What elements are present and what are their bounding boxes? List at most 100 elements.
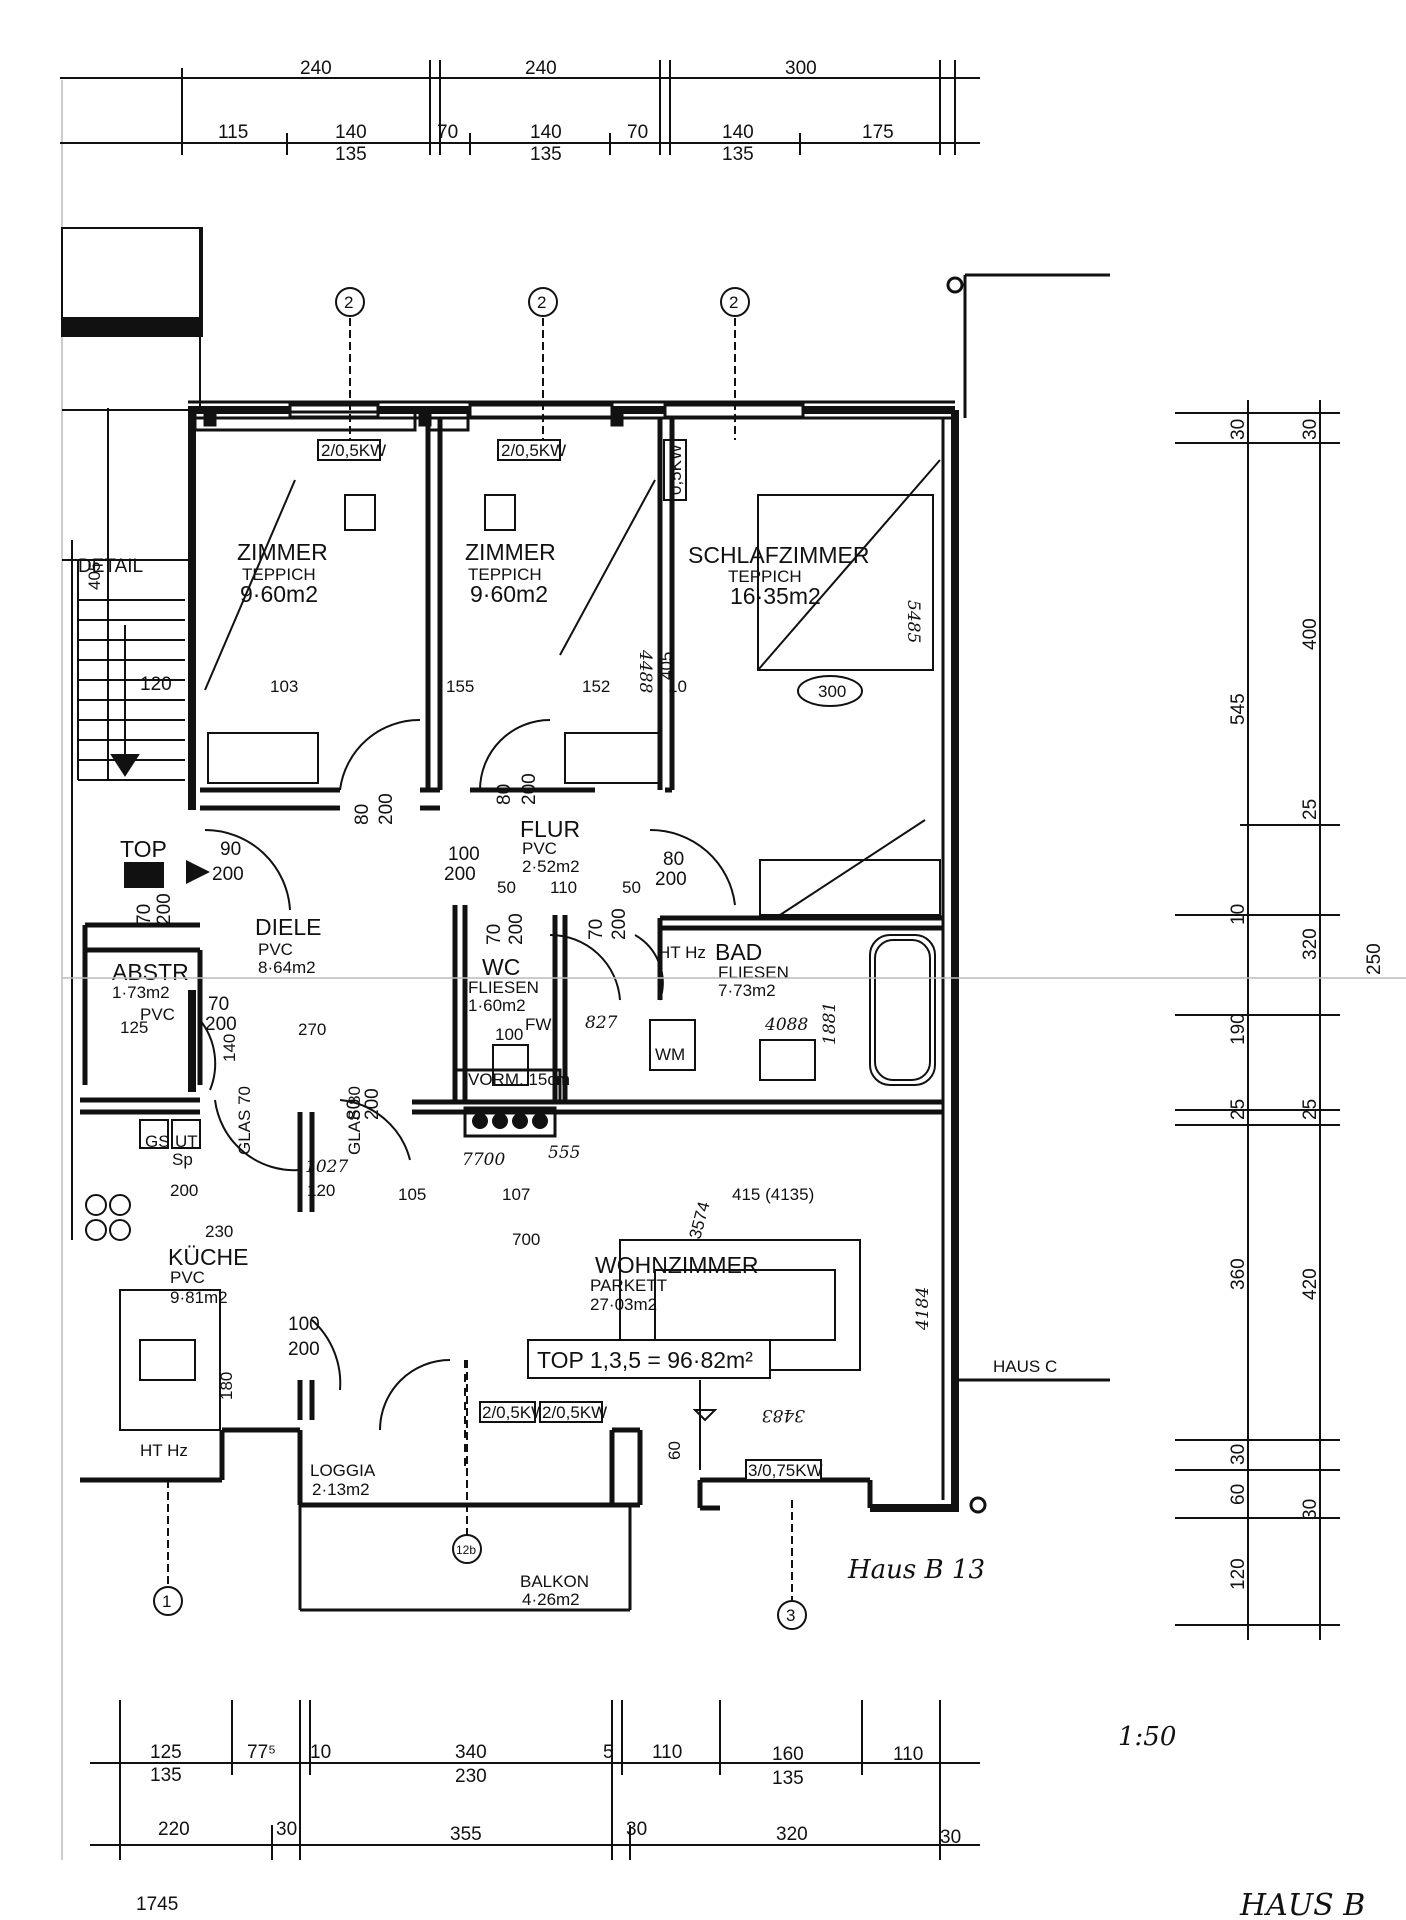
- bdim-6: 5: [603, 1742, 614, 1763]
- sp-label: Sp: [172, 1150, 193, 1169]
- room-balkon: BALKON 4·26m2: [520, 1572, 589, 1609]
- flur-floor: PVC: [522, 839, 557, 858]
- rdim-o-0: 30: [1228, 419, 1249, 440]
- haus-c-marker: HAUS C: [958, 1357, 1110, 1382]
- rdim-i-5: 420: [1300, 1268, 1321, 1300]
- interior-walls: [80, 418, 943, 1420]
- idim-21: 60: [665, 1441, 684, 1460]
- bdim2-2: 355: [450, 1824, 482, 1845]
- idim-14: 200: [170, 1181, 198, 1200]
- top-dim-0: 240: [300, 58, 332, 79]
- axis-label-bottom-3: 3: [786, 1606, 795, 1625]
- room-flur: FLUR PVC 2·52m2: [520, 816, 580, 876]
- anno-10: 1027: [305, 1157, 348, 1177]
- idim-13: 140: [220, 1034, 239, 1062]
- diele-area: 8·64m2: [258, 958, 316, 977]
- ht-hz-bad: HT Hz: [658, 943, 706, 962]
- right-dimension-chains: [1175, 400, 1340, 1640]
- wc-area: 1·60m2: [468, 996, 526, 1015]
- anno-5: 3483: [762, 1405, 805, 1425]
- bdim2-3: 30: [626, 1819, 647, 1840]
- rdim-i-6: 30: [1300, 1499, 1321, 1520]
- axis-label-1: 2: [344, 293, 353, 312]
- anno-3: 1881: [820, 1002, 840, 1045]
- anno-4: 4184: [913, 1287, 933, 1331]
- door6-w: 70: [484, 924, 505, 945]
- rdim-o-4: 25: [1228, 1099, 1249, 1120]
- bdim-1: 135: [150, 1765, 182, 1786]
- stairwell: [61, 227, 203, 1240]
- room-abstr: ABSTR 1·73m2 PVC: [112, 959, 189, 1024]
- schlafzimmer-name: SCHLAFZIMMER: [688, 542, 869, 568]
- room-zimmer-1: ZIMMER TEPPICH 9·60m2: [237, 539, 328, 607]
- axis-markers-bottom: [153, 1360, 807, 1630]
- bottom-dimension-chains: [90, 1700, 980, 1860]
- bdim-9: 135: [772, 1768, 804, 1789]
- rdim-o-5: 360: [1228, 1258, 1249, 1290]
- pencil-annotations: 5485 4088 1881 4184 3483 4488 7700 555 8…: [305, 600, 933, 1425]
- anno-6: 4488: [635, 649, 655, 693]
- idim-23: 180: [217, 1372, 236, 1400]
- door9-w: 80: [344, 1099, 365, 1120]
- anno-8: 555: [548, 1143, 580, 1163]
- door11-w: 70: [134, 904, 155, 925]
- room-wc: WC FLIESEN 1·60m2: [468, 954, 539, 1015]
- loggia-area: 2·13m2: [312, 1480, 370, 1499]
- window-tags-lower: 2/0,5KW 2/0,5KW 3/0,75KW: [479, 1401, 823, 1481]
- top-dim-r1-7: 140: [722, 122, 754, 143]
- top-dim-r1-5: 135: [530, 144, 562, 165]
- glas-80: GLAS 80: [345, 1086, 364, 1155]
- zimmer1-floor: TEPPICH: [242, 565, 316, 584]
- axis-label-bottom-1: 1: [162, 1592, 171, 1611]
- interior-dimensions: 103 155 152 10 405 405 300 110 50 50 270…: [85, 562, 846, 1460]
- door8-h: 200: [205, 1014, 237, 1035]
- haus-b-handwritten: Haus B 13: [847, 1555, 985, 1585]
- door10-h: 200: [288, 1339, 320, 1360]
- loggia-name: LOGGIA: [310, 1461, 376, 1480]
- idim-15: 120: [307, 1181, 335, 1200]
- wohnzimmer-area: 27·03m2: [590, 1295, 657, 1314]
- door6-h: 200: [506, 913, 527, 945]
- bdim2-4: 320: [776, 1824, 808, 1845]
- balkon-area: 4·26m2: [522, 1590, 580, 1609]
- anno-1: 5485: [903, 600, 923, 643]
- rdim-i-1: 400: [1300, 618, 1321, 650]
- idim-19: 230: [205, 1222, 233, 1241]
- axis-label-bottom-2: 12b: [456, 1543, 476, 1557]
- bdim-5: 230: [455, 1766, 487, 1787]
- right-dimension-inner: 30 400 25 320 25 420 30: [1300, 419, 1321, 1520]
- bdim-2: 77⁵: [247, 1742, 276, 1763]
- door1-w: 90: [220, 839, 241, 860]
- bdim-8: 160: [772, 1744, 804, 1765]
- fw-label: FW: [525, 1015, 551, 1034]
- rdim-o-8: 120: [1228, 1558, 1249, 1590]
- window-tag-6: 3/0,75KW: [748, 1461, 823, 1480]
- zimmer1-name: ZIMMER: [237, 539, 328, 565]
- exterior-walls: [188, 406, 959, 1512]
- dim-120-left: 120: [140, 674, 172, 695]
- wm-label: WM: [655, 1045, 685, 1064]
- schlafzimmer-area: 16·35m2: [730, 583, 821, 609]
- door11-h: 200: [154, 893, 175, 925]
- axis-label-3: 2: [729, 293, 738, 312]
- idim-16: 105: [398, 1185, 426, 1204]
- rdim-o-1: 545: [1228, 693, 1249, 725]
- rdim-o-2: 10: [1228, 904, 1249, 925]
- zimmer2-area: 9·60m2: [470, 581, 548, 607]
- bdim-7: 110: [652, 1742, 682, 1763]
- top-dimension-chains: [60, 60, 980, 155]
- axis-markers-top: [335, 287, 750, 440]
- top-dim-2: 300: [785, 58, 817, 79]
- flur-name: FLUR: [520, 816, 580, 842]
- door7-w: 70: [586, 919, 607, 940]
- room-schlafzimmer: SCHLAFZIMMER TEPPICH 16·35m2: [688, 542, 869, 609]
- wc-floor: FLIESEN: [468, 978, 539, 997]
- idim-2: 152: [582, 677, 610, 696]
- room-wohnzimmer: WOHNZIMMER PARKETT 27·03m2: [590, 1252, 759, 1314]
- scale-label: 1:50: [1118, 1722, 1176, 1752]
- detail-label: DETAIL: [78, 556, 143, 577]
- top-dim-r1-9: 175: [862, 122, 894, 143]
- kueche-area: 9·81m2: [170, 1288, 228, 1307]
- bdim-total: 1745: [136, 1894, 178, 1915]
